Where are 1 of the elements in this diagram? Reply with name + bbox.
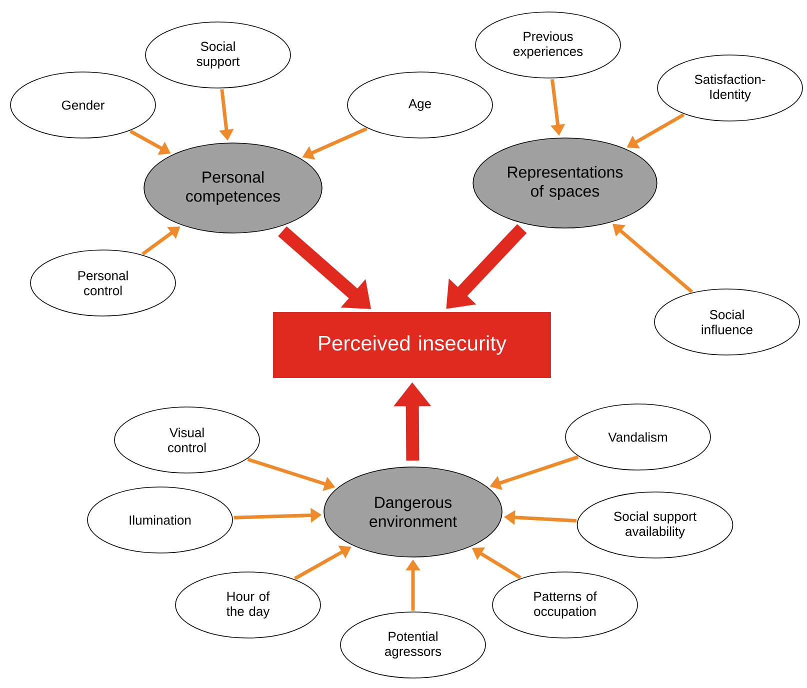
outcome-box: Perceived insecurity bbox=[273, 312, 551, 378]
